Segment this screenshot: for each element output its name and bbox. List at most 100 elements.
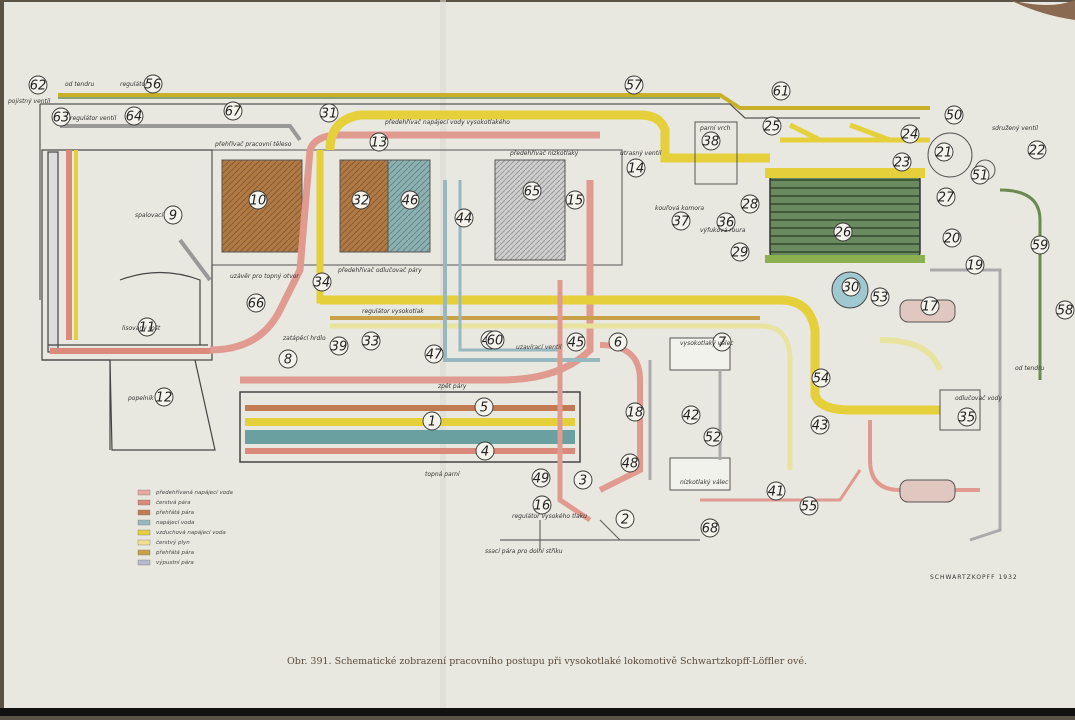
callout-25: 25 bbox=[762, 116, 782, 136]
heater-17b bbox=[899, 479, 956, 503]
callout-number: 59 bbox=[1032, 239, 1049, 254]
label-od-tendru-top: od tendru bbox=[65, 81, 95, 88]
legend-swatch bbox=[137, 509, 151, 516]
callout-24: 24 bbox=[900, 124, 920, 144]
pale-yellow-pipe bbox=[330, 323, 793, 470]
legend-swatch bbox=[137, 529, 151, 536]
legend-label: výpustní pára bbox=[156, 559, 194, 566]
callout-circle bbox=[51, 107, 71, 127]
callout-circle bbox=[485, 330, 505, 350]
callout-number: 37 bbox=[673, 215, 690, 230]
cyl-band-1 bbox=[245, 405, 575, 411]
callout-number: 21 bbox=[936, 146, 953, 161]
callout-68: 68 bbox=[700, 518, 720, 538]
callout-45: 45 bbox=[566, 332, 586, 352]
legend-swatch bbox=[137, 519, 151, 526]
callout-23: 23 bbox=[892, 152, 912, 172]
callout-circle bbox=[608, 332, 628, 352]
callout-number: 49 bbox=[533, 472, 550, 487]
callout-circle bbox=[766, 481, 786, 501]
callout-circle bbox=[892, 152, 912, 172]
callout-37: 37 bbox=[671, 211, 691, 231]
callout-circle bbox=[475, 441, 495, 461]
callout-number: 13 bbox=[371, 136, 388, 151]
paper bbox=[4, 2, 1075, 708]
maker-mark: SCHWARTZKOPFF 1932 bbox=[930, 574, 1018, 581]
legend-label: vzduchová napájecí voda bbox=[156, 529, 226, 536]
callout-number: 38 bbox=[703, 135, 720, 150]
callout-number: 23 bbox=[894, 156, 911, 171]
label-odlucovac: odlučovač vody bbox=[955, 395, 1002, 402]
callout-12: 12 bbox=[154, 387, 174, 407]
callout-circle bbox=[361, 331, 381, 351]
callout-circle bbox=[143, 74, 163, 94]
callout-65: 65 bbox=[522, 181, 542, 201]
callout-44: 44 bbox=[454, 208, 474, 228]
callout-number: 26 bbox=[835, 226, 852, 241]
callout-circle bbox=[810, 415, 830, 435]
callout-circle bbox=[671, 211, 691, 231]
label-regulator-nizk: regulátor vysokého tlaku bbox=[512, 513, 587, 520]
callout-number: 39 bbox=[331, 340, 348, 355]
callout-54: 54 bbox=[811, 368, 831, 388]
callout-number: 6 bbox=[614, 336, 622, 351]
grate-pipe bbox=[50, 348, 210, 354]
callout-circle bbox=[681, 405, 701, 425]
callout-circle bbox=[124, 106, 144, 126]
callout-circle bbox=[703, 427, 723, 447]
figure-caption: Obr. 391. Schematické zobrazení pracovní… bbox=[287, 656, 807, 667]
callout-17: 17 bbox=[920, 296, 940, 316]
callout-circle bbox=[701, 131, 721, 151]
top-feed-line bbox=[58, 93, 930, 110]
callout-circle bbox=[920, 296, 940, 316]
cyl-band-2 bbox=[245, 418, 575, 426]
label-prehrivak-odlop: předehřívač odlučovač páry bbox=[337, 267, 422, 274]
callout-49: 49 bbox=[531, 468, 551, 488]
callout-circle bbox=[841, 277, 861, 297]
callout-48: 48 bbox=[620, 453, 640, 473]
cyl-band-3 bbox=[245, 430, 575, 444]
legend-swatch bbox=[137, 549, 151, 556]
callout-circle bbox=[400, 190, 420, 210]
callout-number: 30 bbox=[843, 281, 860, 296]
callout-number: 5 bbox=[480, 401, 488, 416]
callout-circle bbox=[319, 103, 339, 123]
callout-4: 4 bbox=[475, 441, 495, 461]
callout-32: 32 bbox=[351, 190, 371, 210]
callout-43: 43 bbox=[810, 415, 830, 435]
callout-circle bbox=[833, 222, 853, 242]
callout-circle bbox=[1027, 140, 1047, 160]
callout-number: 20 bbox=[944, 232, 961, 247]
label-nizkotlaky: nízkotlaký válec bbox=[680, 479, 729, 486]
legend-swatch bbox=[137, 539, 151, 546]
callout-circle bbox=[532, 495, 552, 515]
callout-26: 26 bbox=[833, 222, 853, 242]
callout-number: 28 bbox=[742, 198, 759, 213]
callout-29: 29 bbox=[730, 242, 750, 262]
callout-5: 5 bbox=[474, 397, 494, 417]
pale-curve bbox=[879, 337, 943, 372]
callout-circle bbox=[573, 470, 593, 490]
right-loop bbox=[930, 268, 1002, 542]
callout-circle bbox=[942, 228, 962, 248]
legend-label: čerstvý plyn bbox=[156, 539, 190, 546]
label-spalovaci: spalovací bbox=[135, 212, 164, 219]
firebox-group bbox=[41, 149, 216, 451]
callout-circle bbox=[329, 336, 349, 356]
right-feed-pipe bbox=[999, 188, 1042, 380]
callout-number: 12 bbox=[156, 391, 173, 406]
callout-28: 28 bbox=[740, 194, 760, 214]
callout-63: 63 bbox=[51, 107, 71, 127]
callout-circle bbox=[28, 75, 48, 95]
callout-9: 9 bbox=[163, 205, 183, 225]
callout-20: 20 bbox=[942, 228, 962, 248]
label-uzavir-topn: uzávěr pro topný otvor bbox=[230, 273, 299, 280]
callout-42: 42 bbox=[681, 405, 701, 425]
callout-circle bbox=[626, 158, 646, 178]
label-regulator-ventil: regulátor ventil bbox=[70, 115, 117, 122]
callout-number: 31 bbox=[321, 107, 338, 122]
callout-circle bbox=[531, 468, 551, 488]
callout-number: 9 bbox=[169, 209, 177, 224]
callout-circle bbox=[944, 105, 964, 125]
hand-corner bbox=[1010, 0, 1075, 20]
